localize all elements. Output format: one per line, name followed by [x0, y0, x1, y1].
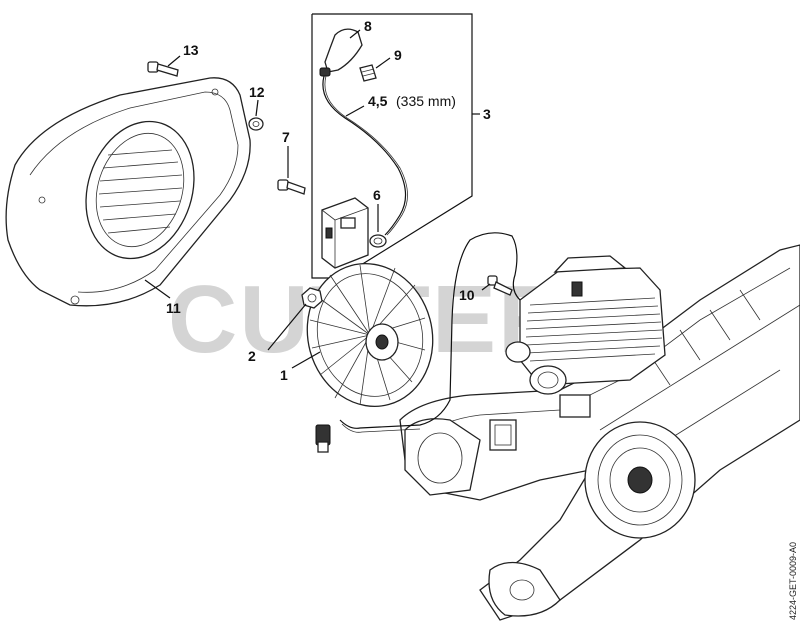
leader-lines	[144, 29, 491, 369]
part-spark-plug-boot	[319, 28, 363, 77]
callout-11: 11	[166, 300, 181, 316]
part-spring-9	[359, 64, 377, 82]
callout-8: 8	[364, 18, 372, 34]
part-screw-13	[147, 61, 179, 77]
callout-6: 6	[373, 187, 381, 203]
callout-4-5: 4,5	[368, 93, 388, 109]
part-screw-10	[487, 275, 513, 296]
callout-1: 1	[280, 367, 288, 383]
part-fan-housing	[5, 77, 251, 307]
callout-3: 3	[483, 106, 491, 122]
part-flywheel	[306, 262, 434, 408]
callout-7: 7	[282, 129, 290, 145]
engine-crankcase	[399, 244, 800, 621]
part-ignition-module	[321, 197, 369, 269]
part-nut-2	[301, 287, 323, 309]
engine-cylinder	[505, 255, 666, 418]
part-grommet-6	[369, 234, 387, 248]
callout-9: 9	[394, 47, 402, 63]
part-sleeve-12	[248, 117, 264, 131]
callout-12: 12	[249, 84, 265, 100]
drawing-code: 4224-GET-0009-A0	[788, 542, 798, 620]
part-screw-7	[277, 179, 306, 195]
callout-10: 10	[459, 287, 475, 303]
callout-2: 2	[248, 348, 256, 364]
part-ignition-lead	[322, 75, 408, 236]
callout-labels: 13 12 7 8 9 4,5 (335 mm) 3 6 10 11 2 1	[166, 18, 491, 383]
ignition-group-box	[311, 13, 473, 279]
callout-4-5-length: (335 mm)	[396, 93, 456, 109]
callout-13: 13	[183, 42, 199, 58]
short-circuit-wire	[315, 232, 521, 453]
